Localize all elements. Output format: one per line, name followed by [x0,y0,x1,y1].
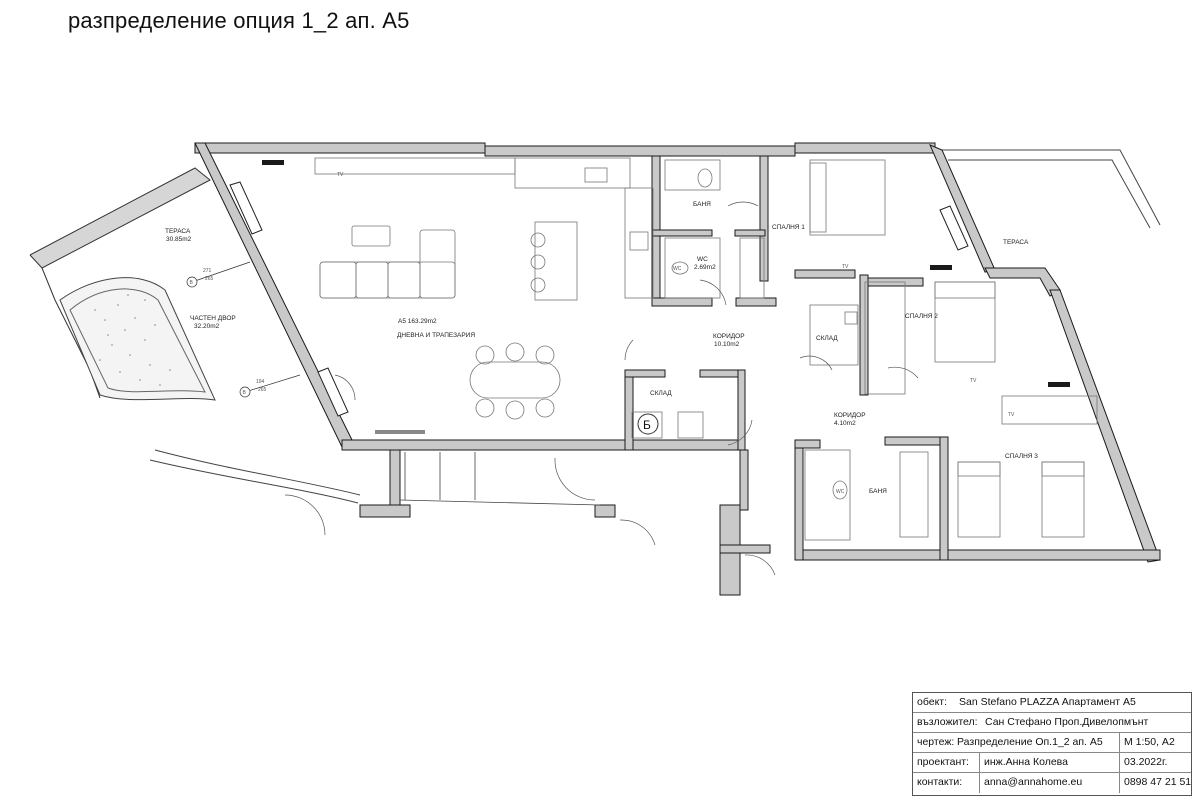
wc-fixture-label: WC [836,489,845,495]
dining-furniture [469,342,561,420]
date-value: 03.2022г. [1119,753,1193,772]
windows [262,160,1070,434]
b-mark: Б [643,418,651,432]
tv-label: TV [970,378,977,384]
section-b-mark: B [190,280,194,286]
title-block-row: чертеж: Разпределение Оп.1_2 ап. А5 М 1:… [913,733,1191,753]
room-labels: ТЕРАСА 30.85m2 ЧАСТЕН ДВОР 32.20m2 А5 16… [165,201,1038,495]
scale-value: М 1:50, А2 [1119,733,1193,752]
drawing-label: чертеж: [917,736,955,748]
terrace-left-area: 30.85m2 [166,236,192,243]
title-block-row: възложител: Сан Стефано Проп.Дивелопмънт [913,713,1191,733]
designer-label: проектант: [917,756,969,768]
tv-label: TV [1008,412,1015,418]
yard-area: 32.20m2 [194,323,220,330]
terrace-left-name: ТЕРАСА [165,228,191,235]
designer-value: инж.Анна Колева [979,753,1068,772]
client-label: възложител: [917,716,978,728]
terrace-left-outline [29,167,361,504]
bedroom3-name: СПАЛНЯ 3 [1005,453,1038,460]
object-label: обект: [917,696,948,708]
storage-mid-name: СКЛАД [650,390,672,397]
bedroom1-name: СПАЛНЯ 1 [772,224,805,231]
doors [284,201,919,576]
living-furniture [319,225,546,299]
object-value: San Stefano PLAZZA Апартамент А5 [959,696,1136,708]
client-value: Сан Стефано Проп.Дивелопмънт [985,716,1149,728]
sheet-title: разпределение опция 1_2 ап. А5 [68,8,410,33]
wc-name: WC [697,256,708,263]
tv-marks: TV TV TV TV [337,172,1015,418]
title-block-row: контакти: anna@annahome.eu 0898 47 21 51 [913,773,1191,793]
yard-hatch [94,294,171,386]
contacts-label: контакти: [917,776,963,788]
window-frames [229,181,969,417]
title-block: обект: San Stefano PLAZZA Апартамент А5 … [912,692,1192,796]
section-marks [186,261,301,398]
corridor-small-name: КОРИДОР [834,412,866,419]
dim-label: 271 [203,268,212,274]
shaft-lines [399,452,601,506]
terrace-right-outline [940,149,1161,229]
drawing-value: Разпределение Оп.1_2 ап. А5 [957,736,1103,748]
yard-name: ЧАСТЕН ДВОР [190,315,236,322]
corridor-main-area: 10.10m2 [714,341,740,348]
tv-label: TV [337,172,344,178]
wc-area: 2.69m2 [694,264,716,271]
dim-label: 265 [205,276,214,282]
dim-label: 194 [256,379,265,385]
contacts-phone[interactable]: 0898 47 21 51 [1119,773,1193,793]
kitchen [314,157,654,301]
beds [809,159,1098,538]
storage-right-name: СКЛАД [816,335,838,342]
terrace-right-name: ТЕРАСА [1003,239,1029,246]
bathroom-fixtures [631,159,859,541]
bath-top-name: БАНЯ [693,201,711,208]
bedroom2-name: СПАЛНЯ 2 [905,313,938,320]
apartment-code: А5 163.29m2 [398,318,437,325]
section-b-mark: B [243,390,247,396]
tv-label: TV [842,264,849,270]
bath-bottom-name: БАНЯ [869,488,887,495]
living-name: ДНЕВНА И ТРАПЕЗАРИЯ [397,332,475,339]
contacts-email[interactable]: anna@annahome.eu [979,773,1082,793]
wc-fixture-label: WC [673,266,682,272]
walls [194,142,1161,596]
dim-label: 265 [258,387,267,393]
title-block-row: проектант: инж.Анна Колева 03.2022г. [913,753,1191,773]
corridor-main-name: КОРИДОР [713,333,745,340]
title-block-row: обект: San Stefano PLAZZA Апартамент А5 [913,693,1191,713]
corridor-small-area: 4.10m2 [834,420,856,427]
